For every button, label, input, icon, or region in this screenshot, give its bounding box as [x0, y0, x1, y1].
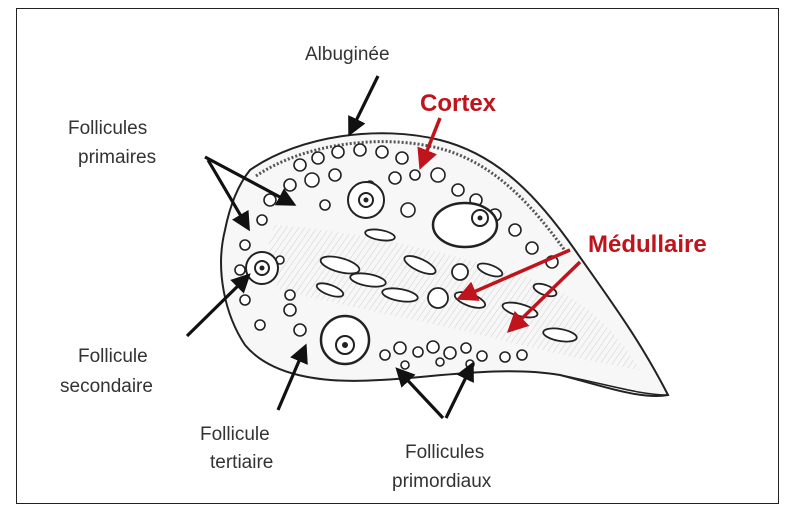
label-follicules-primordiaux-line2: primordiaux: [392, 471, 492, 492]
label-cortex: Cortex: [420, 90, 497, 117]
follicle-large-upper: [348, 182, 384, 218]
label-follicule-tertiaire-line2: tertiaire: [210, 452, 273, 473]
follicle-tertiaire-shape: [321, 316, 369, 364]
label-follicules-primordiaux-line1: Follicules: [405, 442, 484, 463]
label-follicule-secondaire-line2: secondaire: [60, 376, 153, 397]
label-follicule-secondaire-line1: Follicule: [78, 346, 148, 367]
ovary-section: [221, 133, 668, 396]
follicle-large-right: [433, 203, 497, 247]
albuginee-arrow: [350, 76, 378, 133]
follicle-secondaire-shape: [246, 252, 278, 284]
label-albuginee: Albuginée: [305, 44, 390, 65]
label-follicules-primaires-line2: primaires: [78, 147, 156, 168]
label-follicules-primaires-line1: Follicules: [68, 118, 147, 139]
label-medullaire: Médullaire: [588, 231, 707, 258]
label-follicule-tertiaire-line1: Follicule: [200, 424, 270, 445]
